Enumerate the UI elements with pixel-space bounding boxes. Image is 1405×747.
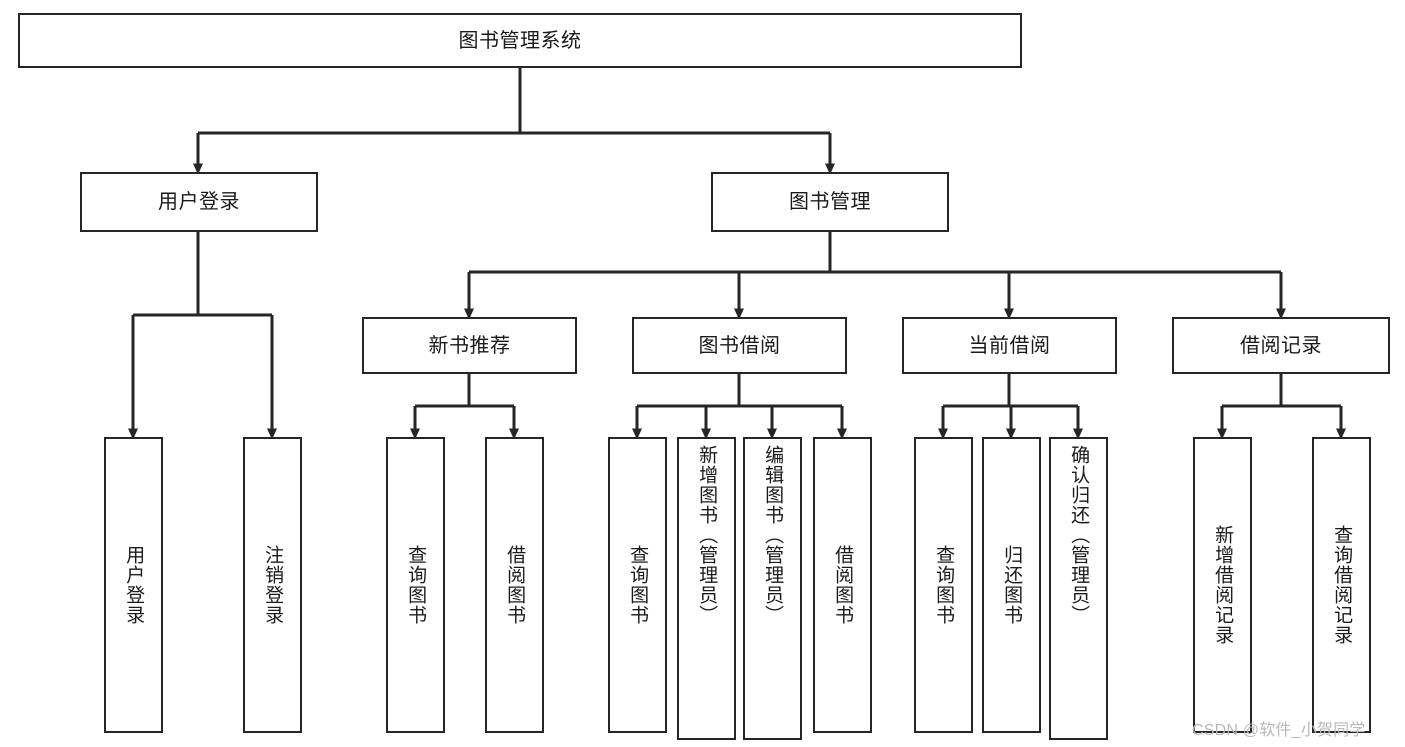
node-label: 借阅图书: [832, 545, 854, 625]
node-new-book-recommend[interactable]: 新书推荐: [362, 317, 577, 374]
node-label: 用户登录: [123, 545, 145, 625]
node-label: 图书借阅: [698, 334, 781, 357]
node-label: 新书推荐: [428, 334, 511, 357]
leaf-confirm-return-admin[interactable]: 确认归还（管理员）: [1049, 437, 1108, 740]
node-label: 借阅图书: [504, 545, 526, 625]
node-book-management[interactable]: 图书管理: [711, 172, 949, 232]
leaf-add-book-admin[interactable]: 新增图书（管理员）: [677, 437, 736, 740]
leaf-add-borrow-record[interactable]: 新增借阅记录: [1193, 437, 1252, 733]
node-label: 查询图书: [627, 545, 649, 625]
node-label: 确认归还（管理员）: [1068, 445, 1090, 625]
leaf-query-book-current[interactable]: 查询图书: [914, 437, 973, 733]
node-label: 新增借阅记录: [1212, 525, 1234, 645]
node-book-management-system[interactable]: 图书管理系统: [18, 13, 1022, 68]
node-label: 查询图书: [933, 545, 955, 625]
node-borrow-record[interactable]: 借阅记录: [1172, 317, 1390, 374]
node-current-borrow[interactable]: 当前借阅: [902, 317, 1117, 374]
node-label: 查询借阅记录: [1331, 525, 1353, 645]
leaf-borrow-book-borrow[interactable]: 借阅图书: [813, 437, 872, 733]
leaf-borrow-book-recommend[interactable]: 借阅图书: [485, 437, 544, 733]
node-label: 用户登录: [158, 191, 240, 213]
leaf-return-book[interactable]: 归还图书: [982, 437, 1041, 733]
leaf-query-borrow-record[interactable]: 查询借阅记录: [1312, 437, 1371, 733]
leaf-query-book-borrow[interactable]: 查询图书: [608, 437, 667, 733]
leaf-user-login[interactable]: 用户登录: [104, 437, 163, 733]
node-label: 图书管理系统: [458, 29, 582, 52]
node-label: 查询图书: [405, 545, 427, 625]
node-user-login[interactable]: 用户登录: [80, 172, 318, 232]
node-label: 归还图书: [1001, 545, 1023, 625]
node-label: 当前借阅: [968, 334, 1051, 357]
node-label: 编辑图书（管理员）: [762, 445, 784, 625]
leaf-edit-book-admin[interactable]: 编辑图书（管理员）: [743, 437, 802, 740]
leaf-logout-login[interactable]: 注销登录: [243, 437, 302, 733]
csdn-watermark: CSDN @软件_小贺同学: [1192, 722, 1366, 739]
node-label: 注销登录: [262, 545, 284, 625]
node-book-borrow[interactable]: 图书借阅: [632, 317, 847, 374]
node-label: 图书管理: [789, 191, 871, 213]
node-label: 借阅记录: [1240, 334, 1322, 357]
node-label: 新增图书（管理员）: [696, 445, 718, 625]
leaf-query-book-recommend[interactable]: 查询图书: [386, 437, 445, 733]
